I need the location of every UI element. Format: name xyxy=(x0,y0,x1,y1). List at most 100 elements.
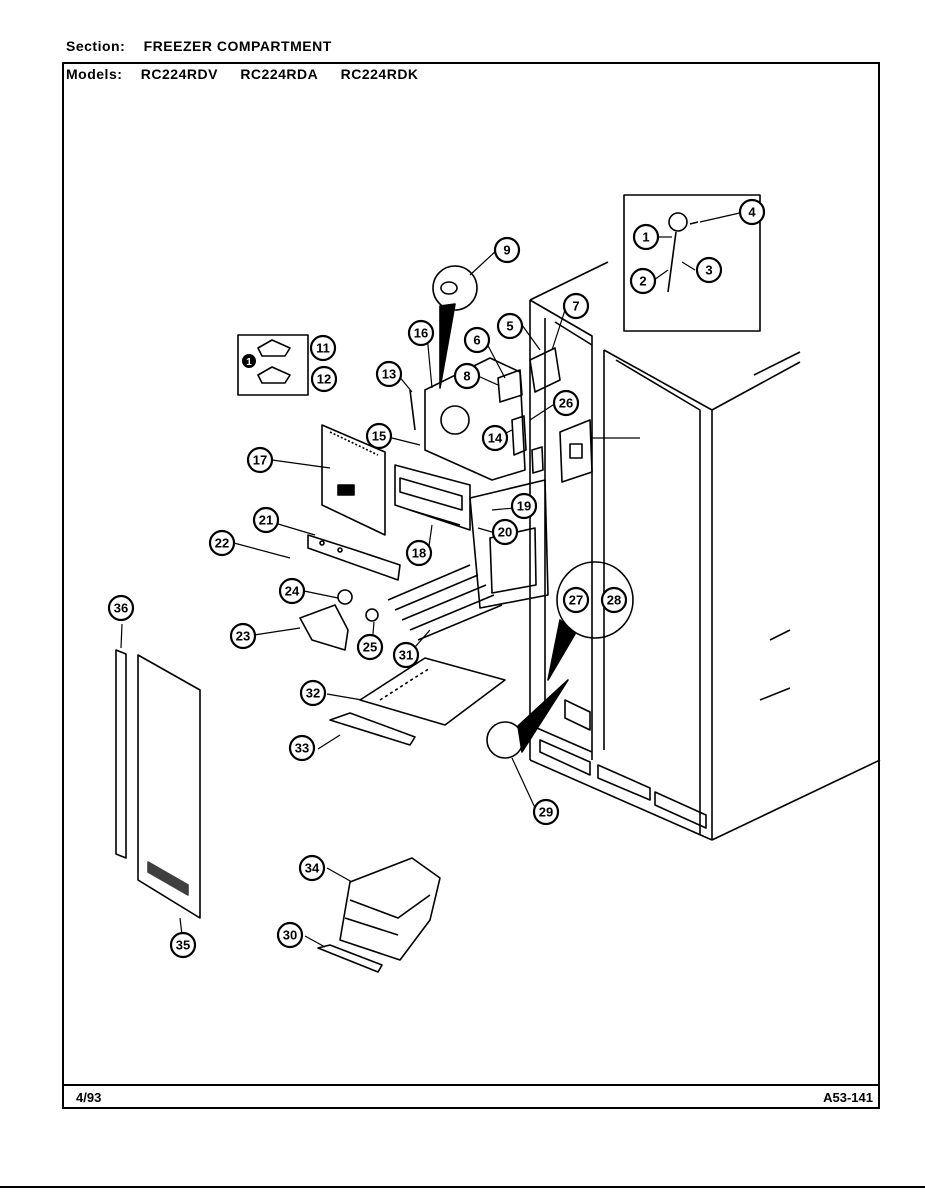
air-duct-15 xyxy=(394,464,471,531)
model-number: RC224RDK xyxy=(340,66,419,82)
trim-strip-30 xyxy=(317,944,383,973)
callout-16: 16 xyxy=(407,319,435,347)
callout-number: 24 xyxy=(285,584,300,599)
callout-number: 19 xyxy=(517,499,531,514)
thermostat-housing-18 xyxy=(559,419,593,483)
side-frame-19-20 xyxy=(469,479,549,609)
callout-number: 11 xyxy=(316,341,330,356)
callout-number: 25 xyxy=(363,640,377,655)
callout-6: 6 xyxy=(463,326,491,354)
callout-15: 15 xyxy=(365,422,393,450)
callout-12: 12 xyxy=(310,365,338,393)
footer-code: A53-141 xyxy=(823,1090,873,1105)
callout-number: 8 xyxy=(463,369,470,384)
callout-number: 22 xyxy=(215,536,229,551)
glass-shelf-32 xyxy=(359,657,506,726)
callout-number: 33 xyxy=(295,741,309,756)
callout-28: 28 xyxy=(600,586,628,614)
callout-36: 36 xyxy=(107,594,135,622)
magnifier-detail-27-28 xyxy=(547,561,634,681)
callout-number: 34 xyxy=(305,861,320,876)
fan-motor-assembly xyxy=(497,347,561,474)
callout-23: 23 xyxy=(229,622,257,650)
callout-25: 25 xyxy=(356,633,384,661)
callout-number: 26 xyxy=(559,396,573,411)
door-panel-35 xyxy=(137,654,201,919)
callout-13: 13 xyxy=(375,360,403,388)
callout-32: 32 xyxy=(299,679,327,707)
page-bottom-rule xyxy=(0,1186,925,1188)
callout-number: 13 xyxy=(382,367,396,382)
callout-number: 12 xyxy=(317,372,331,387)
magnifier-detail-9 xyxy=(432,265,478,389)
callout-number: 9 xyxy=(503,243,510,258)
callout-21: 21 xyxy=(252,506,280,534)
callout-17: 17 xyxy=(246,446,274,474)
bracket-21 xyxy=(307,534,401,581)
callout-number: 21 xyxy=(259,513,273,528)
ice-bin-34 xyxy=(339,857,441,961)
evaporator-coils-31 xyxy=(387,564,503,641)
callout-18: 18 xyxy=(405,539,433,567)
callout-number: 23 xyxy=(236,629,250,644)
callout-number: 36 xyxy=(114,601,128,616)
callout-number: 18 xyxy=(412,546,426,561)
callout-number: 20 xyxy=(498,525,512,540)
callout-number: 14 xyxy=(488,431,503,446)
footer-rule xyxy=(62,1084,880,1086)
defrost-heater-23 xyxy=(299,589,379,651)
callout-number: 2 xyxy=(639,274,646,289)
section-label: Section: xyxy=(66,38,126,54)
shelf-trim-33 xyxy=(329,712,416,746)
callout-number: 29 xyxy=(539,805,553,820)
model-number: RC224RDV xyxy=(140,66,218,82)
callout-19: 19 xyxy=(510,492,538,520)
callout-number: 15 xyxy=(372,429,386,444)
callout-35: 35 xyxy=(169,931,197,959)
callout-number: 4 xyxy=(748,205,756,220)
inset-marker-1: 1 xyxy=(242,354,256,368)
callout-number: 3 xyxy=(705,263,712,278)
callout-7: 7 xyxy=(562,292,590,320)
models-header: Models: RC224RDV RC224RDA RC224RDK xyxy=(66,66,437,82)
callout-number: 7 xyxy=(572,299,579,314)
footer-date: 4/93 xyxy=(76,1090,102,1105)
callout-11: 11 xyxy=(309,334,337,362)
inset-switch-assembly xyxy=(237,334,309,396)
inset-light-assembly xyxy=(623,194,761,332)
callout-number: 27 xyxy=(569,593,583,608)
section-value: FREEZER COMPARTMENT xyxy=(143,38,332,54)
callout-number: 6 xyxy=(473,333,480,348)
gasket-strip-36 xyxy=(115,649,127,859)
callout-9: 9 xyxy=(493,236,521,264)
models-label: Models: xyxy=(66,66,123,82)
evaporator-cover-16 xyxy=(409,357,526,481)
callout-33: 33 xyxy=(288,734,316,762)
diagram-frame xyxy=(62,62,880,1109)
model-number: RC224RDA xyxy=(240,66,319,82)
callout-22: 22 xyxy=(208,529,236,557)
callout-5: 5 xyxy=(496,312,524,340)
callout-number: 30 xyxy=(283,928,297,943)
refrigerator-cabinet xyxy=(529,261,881,841)
rear-panel-17 xyxy=(321,424,386,536)
callout-number: 28 xyxy=(607,593,621,608)
callout-number: 16 xyxy=(414,326,428,341)
leader-lines xyxy=(120,211,745,948)
callout-34: 34 xyxy=(298,854,326,882)
callout-1: 1 xyxy=(632,223,660,251)
callout-30: 30 xyxy=(276,921,304,949)
callout-26: 26 xyxy=(552,389,580,417)
callout-number: 31 xyxy=(399,648,413,663)
callout-number: 32 xyxy=(306,686,320,701)
callout-27: 27 xyxy=(562,586,590,614)
callout-2: 2 xyxy=(629,267,657,295)
callout-20: 20 xyxy=(491,518,519,546)
svg-text:1: 1 xyxy=(246,357,252,368)
callout-3: 3 xyxy=(695,256,723,284)
callout-14: 14 xyxy=(481,424,509,452)
callout-4: 4 xyxy=(738,198,766,226)
callout-number: 35 xyxy=(176,938,190,953)
